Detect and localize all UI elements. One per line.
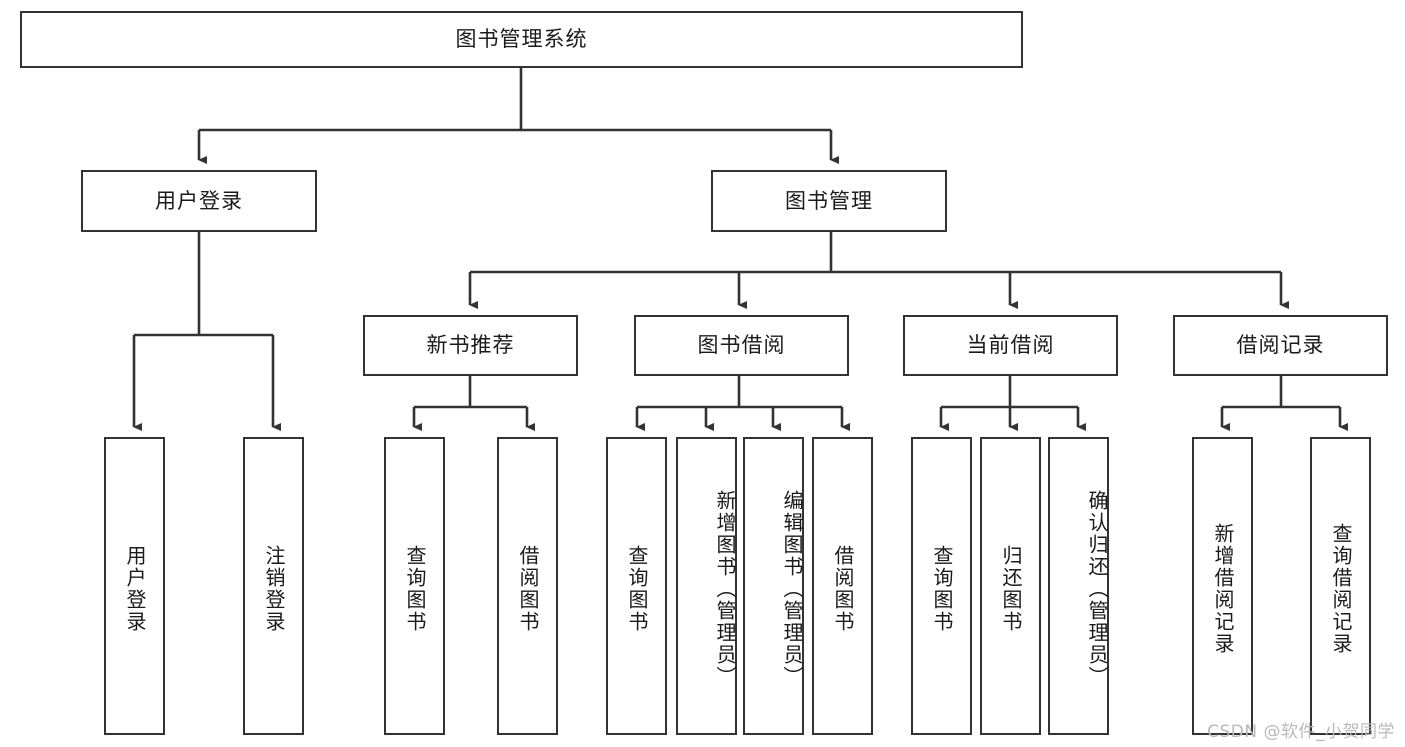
leaf-borrow-book-borrow[interactable]: 借阅图书 (812, 437, 873, 735)
leaf-return-book-label: 归还图书 (999, 545, 1023, 633)
node-root-system-label: 图书管理系统 (455, 27, 588, 52)
node-borrow-record[interactable]: 借阅记录 (1173, 315, 1388, 376)
leaf-confirm-return-admin[interactable]: 确认归还（管理员） (1048, 437, 1109, 735)
leaf-add-borrow-record[interactable]: 新增借阅记录 (1192, 437, 1253, 735)
leaf-return-book[interactable]: 归还图书 (980, 437, 1041, 735)
node-book-borrow[interactable]: 图书借阅 (634, 315, 849, 376)
leaf-edit-book-admin[interactable]: 编辑图书（管理员） (743, 437, 804, 735)
leaf-query-book-recommend-label: 查询图书 (403, 545, 427, 633)
leaf-query-book-recommend[interactable]: 查询图书 (384, 437, 445, 735)
leaf-add-book-admin[interactable]: 新增图书（管理员） (676, 437, 737, 735)
node-book-manage-label: 图书管理 (785, 188, 873, 213)
node-root-system[interactable]: 图书管理系统 (20, 11, 1023, 68)
leaf-borrow-book-recommend-label: 借阅图书 (516, 545, 540, 633)
leaf-add-book-admin-label: 新增图书（管理员） (713, 490, 737, 688)
node-book-borrow-label: 图书借阅 (697, 333, 786, 358)
node-book-manage[interactable]: 图书管理 (711, 170, 947, 232)
leaf-query-borrow-record[interactable]: 查询借阅记录 (1310, 437, 1371, 735)
node-user-login-label: 用户登录 (155, 188, 243, 213)
node-user-login[interactable]: 用户登录 (81, 170, 317, 232)
leaf-query-book-borrow-label: 查询图书 (625, 545, 649, 633)
leaf-add-borrow-record-label: 新增借阅记录 (1211, 523, 1235, 655)
node-current-borrow-label: 当前借阅 (966, 333, 1055, 358)
leaf-logout-login[interactable]: 注销登录 (243, 437, 304, 735)
node-new-book-rec[interactable]: 新书推荐 (363, 315, 578, 376)
node-current-borrow[interactable]: 当前借阅 (903, 315, 1118, 376)
leaf-query-book-current[interactable]: 查询图书 (911, 437, 972, 735)
leaf-borrow-book-borrow-label: 借阅图书 (831, 545, 855, 633)
leaf-edit-book-admin-label: 编辑图书（管理员） (780, 490, 804, 688)
leaf-query-book-borrow[interactable]: 查询图书 (606, 437, 667, 735)
leaf-query-borrow-record-label: 查询借阅记录 (1329, 523, 1353, 655)
leaf-borrow-book-recommend[interactable]: 借阅图书 (497, 437, 558, 735)
node-borrow-record-label: 借阅记录 (1236, 333, 1325, 358)
leaf-user-login-label: 用户登录 (123, 545, 147, 633)
leaf-user-login[interactable]: 用户登录 (104, 437, 165, 735)
node-new-book-rec-label: 新书推荐 (426, 333, 515, 358)
leaf-query-book-current-label: 查询图书 (930, 545, 954, 633)
csdn-watermark: CSDN @软件_小贺同学 (1207, 722, 1395, 742)
leaf-confirm-return-admin-label: 确认归还（管理员） (1085, 490, 1109, 688)
leaf-logout-login-label: 注销登录 (262, 545, 286, 633)
